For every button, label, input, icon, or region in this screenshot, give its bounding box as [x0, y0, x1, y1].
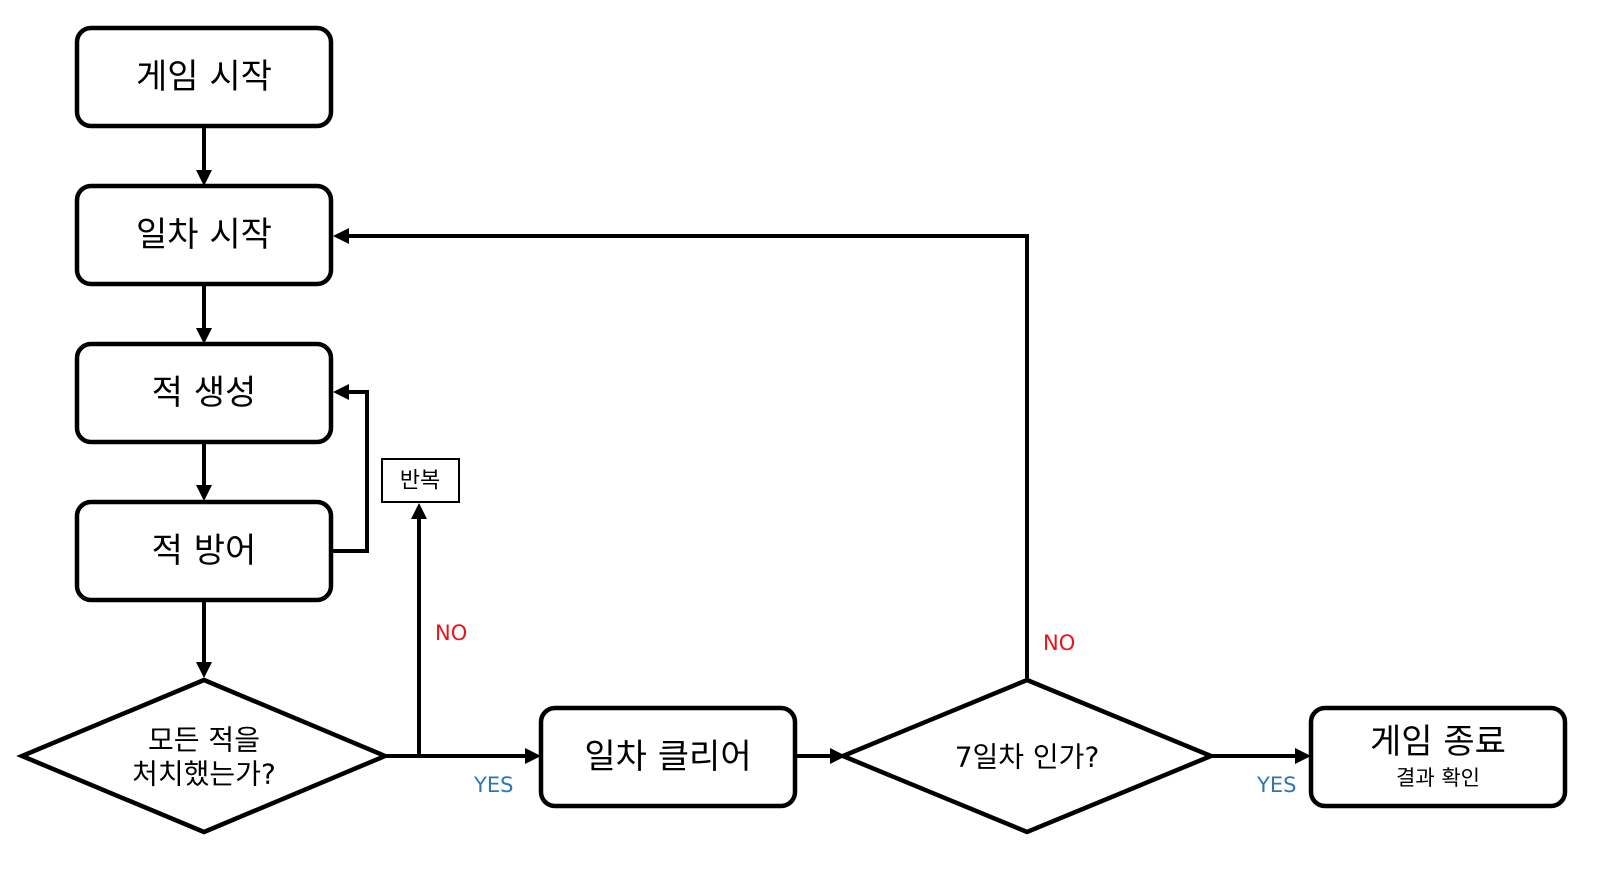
all-enemies-decision: 모든 적을 처치했는가? — [16, 677, 391, 835]
edge-defense-loop-back — [331, 384, 369, 553]
enemy-defense-box: 적 방어 — [74, 499, 334, 603]
game-start-box: 게임 시작 — [74, 25, 334, 129]
all-enemies-line1: 모든 적을 — [148, 724, 260, 757]
day7-question-label: 7일차 인가? — [955, 741, 1100, 774]
result-check-label: 결과 확인 — [1396, 766, 1480, 790]
day7-decision: 7일차 인가? — [837, 677, 1217, 835]
day-clear-label: 일차 클리어 — [584, 737, 751, 777]
no-label-day-start: NO — [1043, 631, 1075, 655]
day-start-box: 일차 시작 — [74, 183, 334, 287]
yes-label-game-end: YES — [1256, 773, 1296, 797]
enemy-defense-label: 적 방어 — [152, 531, 257, 571]
repeat-box: 반복 — [381, 458, 460, 503]
day-clear-box: 일차 클리어 — [538, 705, 798, 809]
no-label-repeat: NO — [435, 621, 467, 645]
edge-day7-no-back-to-day-start — [333, 228, 1029, 678]
day-start-label: 일차 시작 — [136, 215, 272, 255]
all-enemies-line2: 처치했는가? — [132, 758, 276, 791]
repeat-label: 반복 — [400, 469, 440, 494]
yes-label-day-clear: YES — [473, 773, 513, 797]
enemy-spawn-label: 적 생성 — [152, 373, 257, 413]
enemy-spawn-box: 적 생성 — [74, 341, 334, 445]
game-start-label: 게임 시작 — [136, 57, 272, 97]
game-end-label: 게임 종료 — [1370, 722, 1506, 762]
game-end-box: 게임 종료 결과 확인 — [1308, 705, 1568, 809]
